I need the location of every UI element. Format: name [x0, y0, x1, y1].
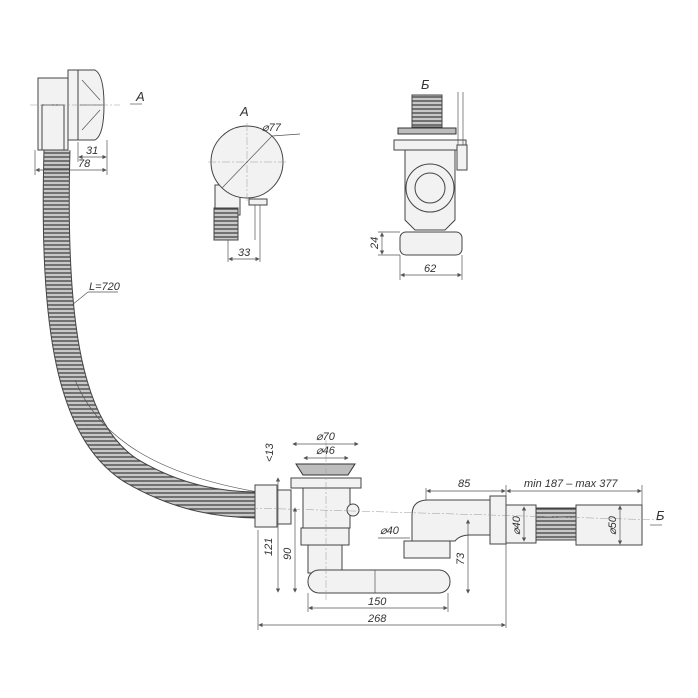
dim-31: 31: [86, 145, 98, 157]
dim-85: 85: [458, 478, 471, 490]
dim-d40-left: ⌀40: [380, 525, 400, 537]
dim-d46: ⌀46: [316, 445, 336, 457]
view-a-diameter: ⌀77: [262, 122, 282, 134]
view-a-dim-33: 33: [238, 247, 251, 259]
view-b-marker: Б: [656, 508, 665, 523]
view-b-title: Б: [421, 77, 430, 92]
dim-90: 90: [282, 547, 294, 560]
dim-121: 121: [263, 538, 275, 556]
dim-d40-right: ⌀40: [511, 515, 523, 535]
dim-telescopic: min 187 – max 377: [524, 478, 618, 490]
hose-length-label: L=720: [89, 281, 121, 293]
view-b-dim-24: 24: [369, 237, 381, 250]
view-b-dim-62: 62: [424, 263, 436, 275]
view-a-marker: А: [135, 89, 145, 104]
view-a-title: А: [239, 104, 249, 119]
view-a: А ⌀77 33: [208, 104, 301, 262]
overflow-assembly: 31 78 А L=720: [30, 69, 261, 519]
dim-d50: ⌀50: [607, 515, 619, 535]
dim-h13: <13: [264, 442, 276, 462]
siphon-assembly: ⌀70 ⌀46 <13 121 90 73 ⌀40 85 min 187 – m…: [249, 431, 665, 630]
dim-78: 78: [78, 158, 91, 170]
dim-73: 73: [455, 552, 467, 565]
dim-d70: ⌀70: [316, 431, 336, 443]
dim-150: 150: [368, 596, 387, 608]
dim-268: 268: [367, 613, 387, 625]
view-b: Б 24 62: [369, 77, 468, 280]
